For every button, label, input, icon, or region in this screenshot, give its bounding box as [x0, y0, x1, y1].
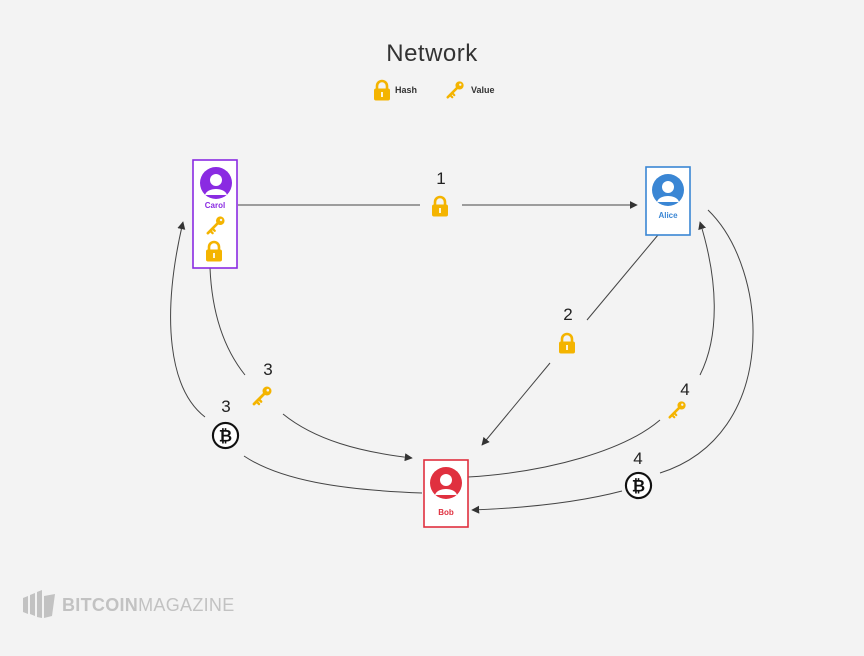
edge-4-key-top-arrow — [698, 221, 715, 376]
node-alice[interactable] — [645, 166, 691, 236]
step-4-btc-label: 4 — [633, 449, 643, 468]
edge-3-btc-top-arrow — [170, 221, 206, 418]
edge-4-key-bottom — [467, 419, 661, 478]
bitcoin-magazine-logo-icon — [23, 590, 55, 618]
node-bob-label: Bob — [438, 508, 454, 517]
node-carol[interactable] — [192, 159, 238, 269]
legend-key-icon — [446, 80, 465, 99]
edge-3-key-icon — [252, 385, 273, 406]
edge-4-btc-bottom-arrow — [471, 490, 623, 514]
legend-hash-label: Hash — [395, 85, 418, 95]
edge-2-top — [586, 234, 659, 321]
edge-4-btc-top — [659, 209, 754, 474]
edge-4-bitcoin-icon — [624, 471, 653, 500]
edge-1-lock-icon — [430, 195, 450, 217]
edge-3-key-top — [209, 267, 246, 376]
brand-wordmark: BITCOINMAGAZINE — [62, 595, 235, 616]
alice-avatar-icon — [652, 174, 684, 206]
edge-4-key-icon — [668, 400, 687, 419]
step-2-label: 2 — [563, 305, 573, 324]
brand-part-1: BITCOIN — [62, 595, 139, 615]
step-4-key-label: 4 — [680, 380, 690, 399]
edge-2-bottom-arrow — [481, 362, 551, 446]
step-3-key-label: 3 — [263, 360, 273, 379]
diagram-title: Network — [386, 40, 478, 67]
legend-lock-icon — [372, 79, 392, 101]
bob-avatar-icon — [430, 467, 462, 499]
edge-3-key-bottom-arrow — [282, 413, 413, 462]
edge-2-lock-icon — [557, 332, 577, 354]
node-carol-label: Carol — [204, 201, 226, 210]
step-3-btc-label: 3 — [221, 397, 231, 416]
node-bob[interactable] — [423, 459, 469, 528]
edge-3-btc-bottom — [243, 455, 423, 494]
edge-3-bitcoin-icon — [211, 421, 240, 450]
legend-value-label: Value — [471, 85, 495, 95]
brand-part-2: MAGAZINE — [138, 595, 235, 615]
node-alice-label: Alice — [658, 211, 678, 220]
carol-avatar-icon — [200, 167, 232, 199]
step-1-label: 1 — [436, 169, 446, 188]
